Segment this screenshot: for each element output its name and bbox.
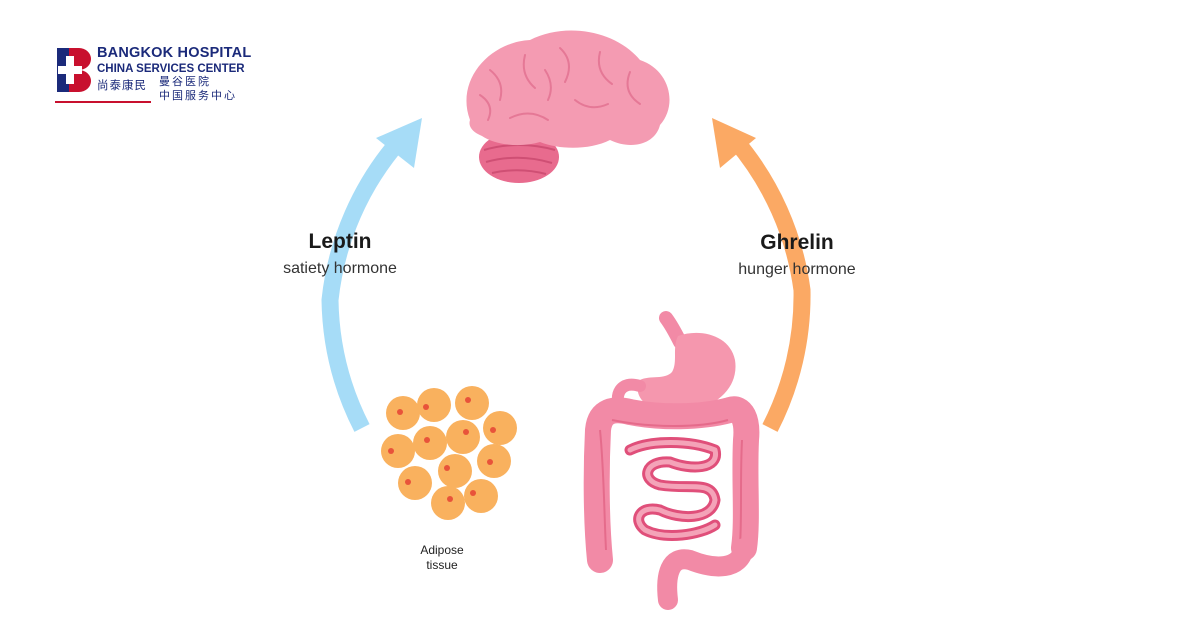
hospital-cross-icon bbox=[57, 48, 91, 92]
logo-chinese-subtitle: 曼谷医院 中国服务中心 bbox=[159, 75, 237, 103]
brain-icon bbox=[466, 30, 670, 183]
logo-chinese-line-1: 曼谷医院 bbox=[159, 76, 211, 88]
bangkok-hospital-logo: BANGKOK HOSPITAL CHINA SERVICES CENTER 尚… bbox=[55, 44, 255, 104]
adipose-tissue-cells bbox=[381, 386, 517, 520]
ghrelin-label: Ghrelin hunger hormone bbox=[722, 231, 872, 279]
digestive-system-icon bbox=[583, 311, 760, 610]
leptin-title: Leptin bbox=[308, 230, 372, 253]
logo-subtitle: CHINA SERVICES CENTER bbox=[97, 63, 245, 75]
ghrelin-title: Ghrelin bbox=[760, 231, 834, 254]
adipose-tissue-label: Adipose tissue bbox=[402, 543, 482, 573]
ghrelin-arrow bbox=[712, 118, 811, 432]
adipose-line-1: Adipose bbox=[420, 543, 464, 557]
leptin-label: Leptin satiety hormone bbox=[270, 230, 410, 278]
logo-chinese-line-2: 中国服务中心 bbox=[159, 90, 237, 102]
leptin-subtitle: satiety hormone bbox=[283, 260, 397, 277]
adipose-line-2: tissue bbox=[426, 558, 458, 572]
logo-divider bbox=[55, 101, 151, 103]
logo-chinese-name: 尚泰康民 bbox=[97, 80, 147, 92]
ghrelin-subtitle: hunger hormone bbox=[738, 261, 856, 278]
logo-title: BANGKOK HOSPITAL bbox=[97, 45, 252, 61]
leptin-arrow bbox=[321, 118, 422, 432]
